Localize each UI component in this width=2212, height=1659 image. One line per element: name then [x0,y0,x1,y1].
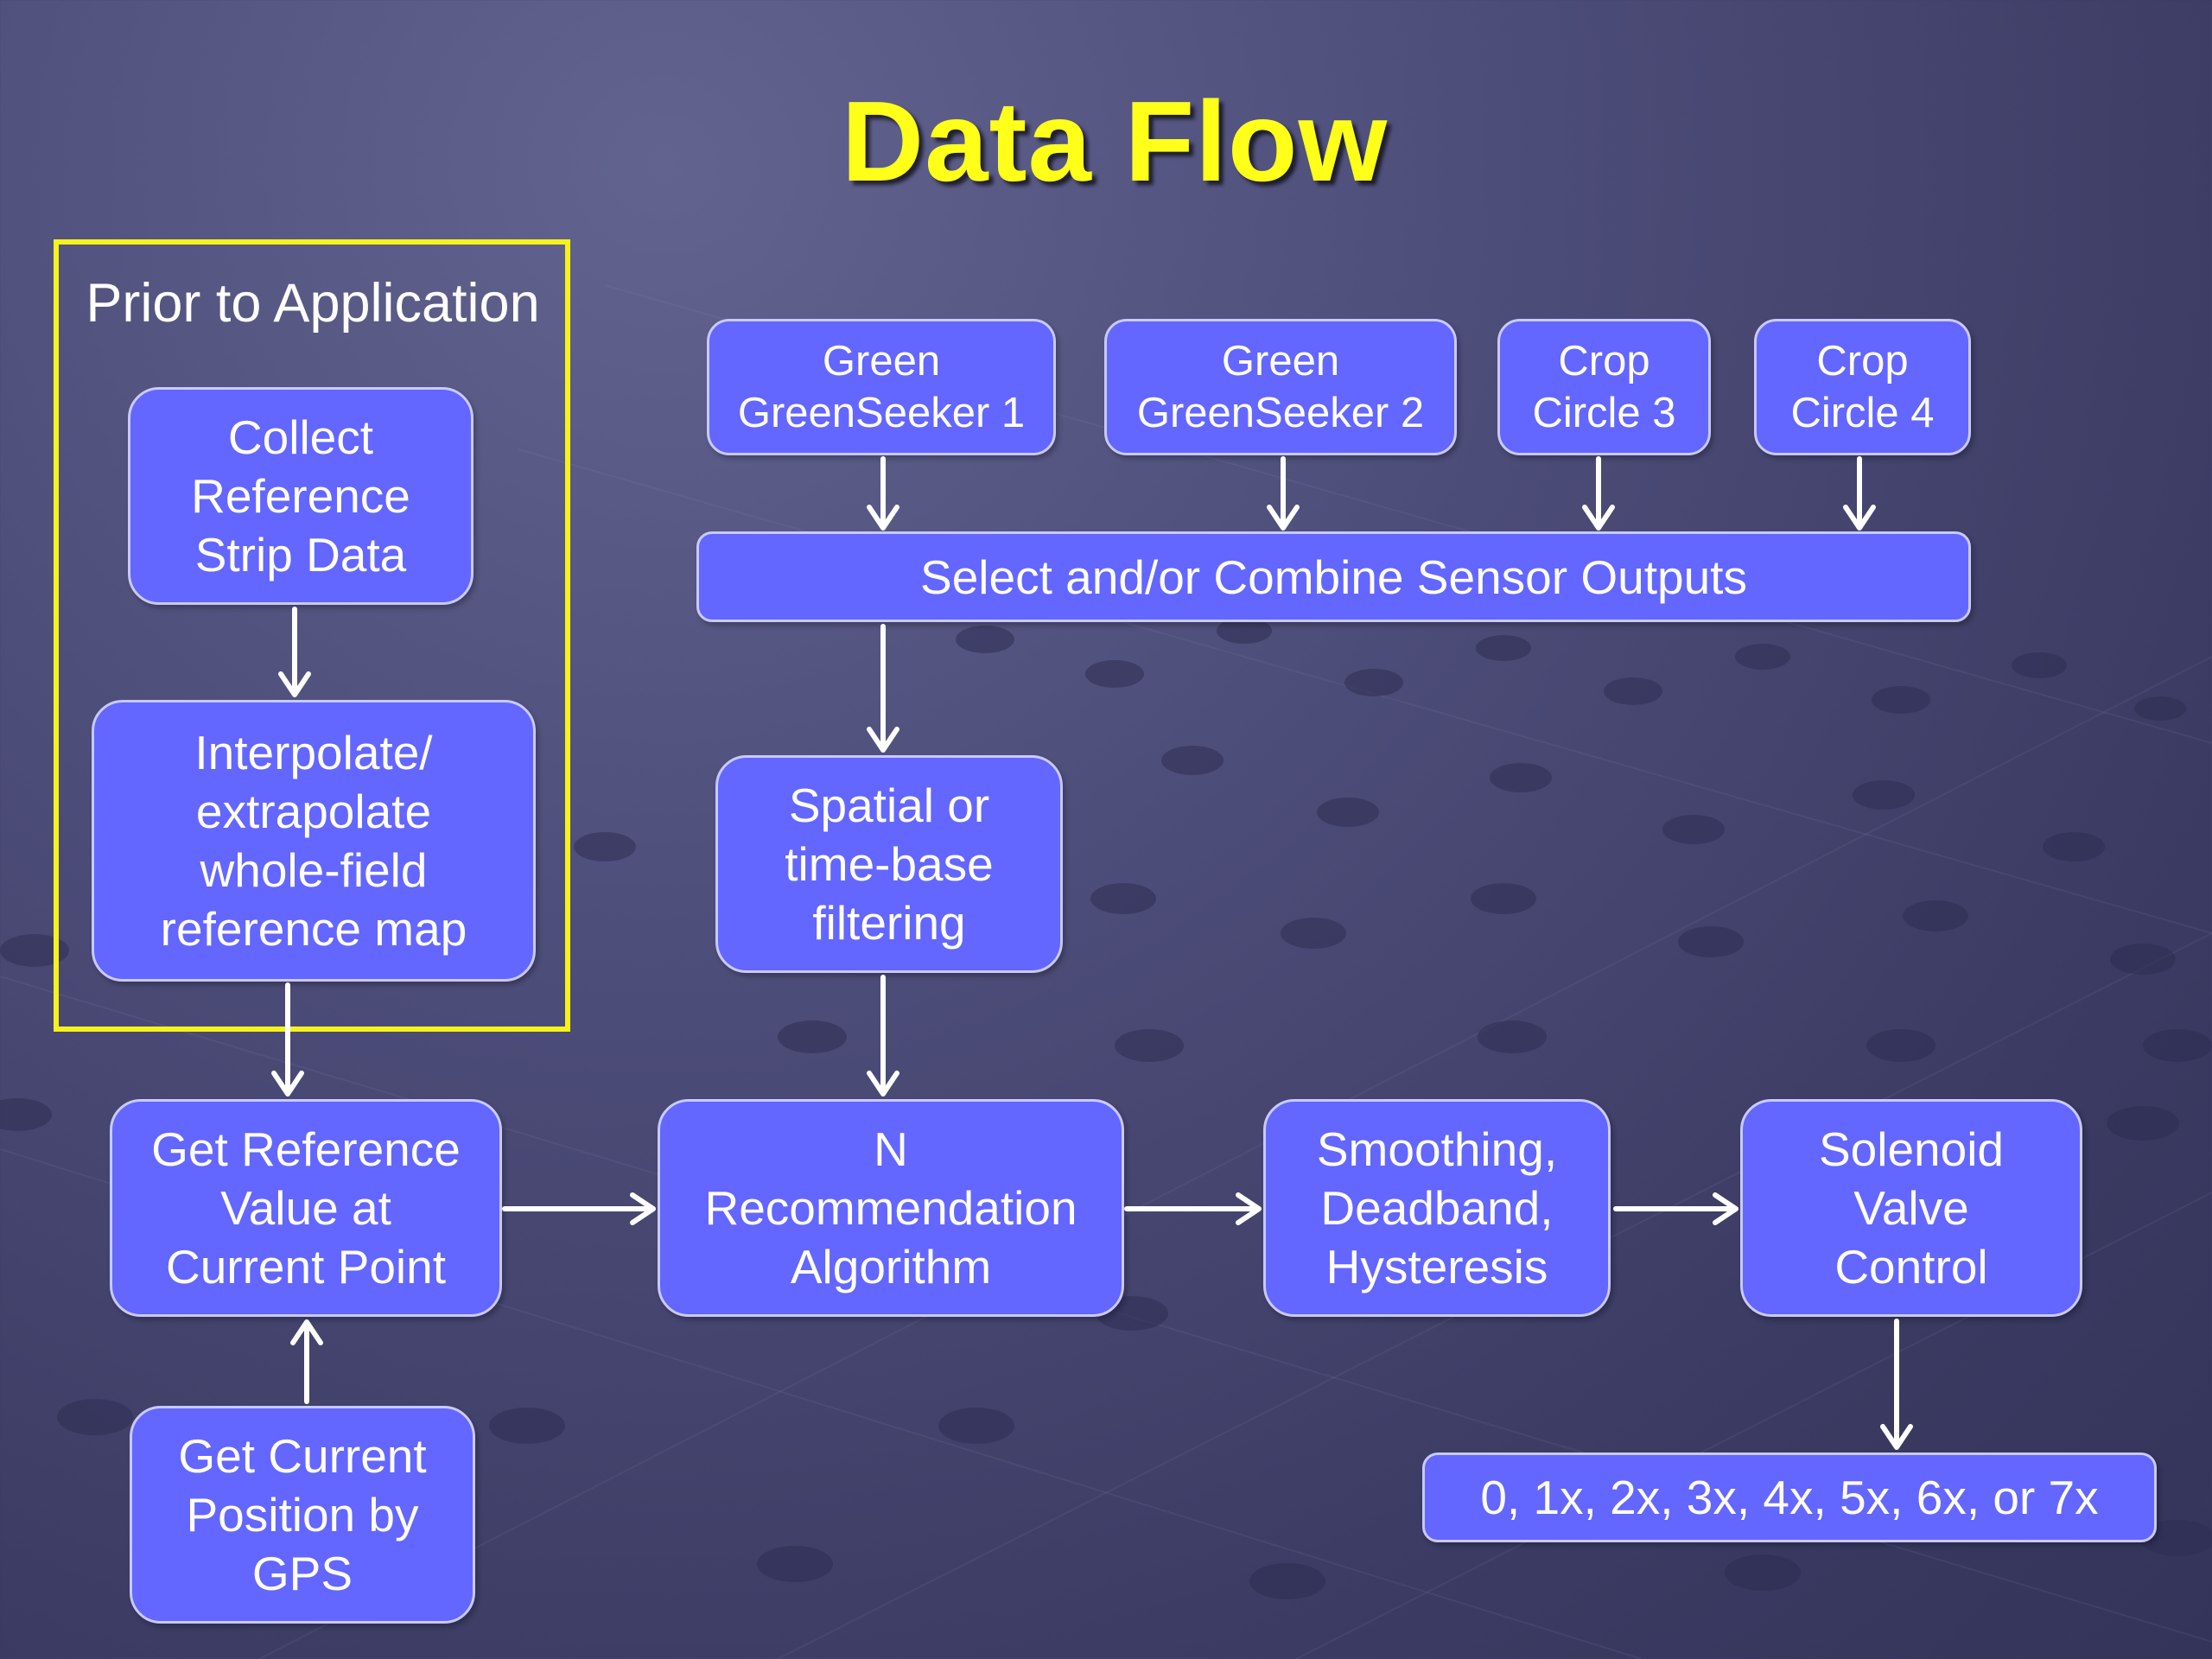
solenoid-valve-node: Solenoid Valve Control [1740,1099,2082,1317]
n-recommendation-node: N Recommendation Algorithm [658,1099,1124,1317]
output-rate-node: 0, 1x, 2x, 3x, 4x, 5x, 6x, or 7x [1422,1452,2157,1542]
slide-title: Data Flow [841,78,1389,205]
filtering-node: Spatial or time-base filtering [715,755,1063,973]
get-reference-value-node: Get Reference Value at Current Point [110,1099,502,1317]
crop-circle-4-node: Crop Circle 4 [1754,319,1971,455]
combine-sensor-outputs-node: Select and/or Combine Sensor Outputs [696,531,1971,622]
frame-label: Prior to Application [86,273,540,334]
gps-position-node: Get Current Position by GPS [130,1406,475,1624]
greenseeker-2-node: Green GreenSeeker 2 [1104,319,1457,455]
collect-reference-node: Collect Reference Strip Data [128,387,474,605]
interpolate-map-node: Interpolate/ extrapolate whole-field ref… [92,700,536,982]
prior-to-application-frame [54,239,570,1032]
greenseeker-1-node: Green GreenSeeker 1 [707,319,1056,455]
smoothing-node: Smoothing, Deadband, Hysteresis [1263,1099,1611,1317]
crop-circle-3-node: Crop Circle 3 [1497,319,1711,455]
